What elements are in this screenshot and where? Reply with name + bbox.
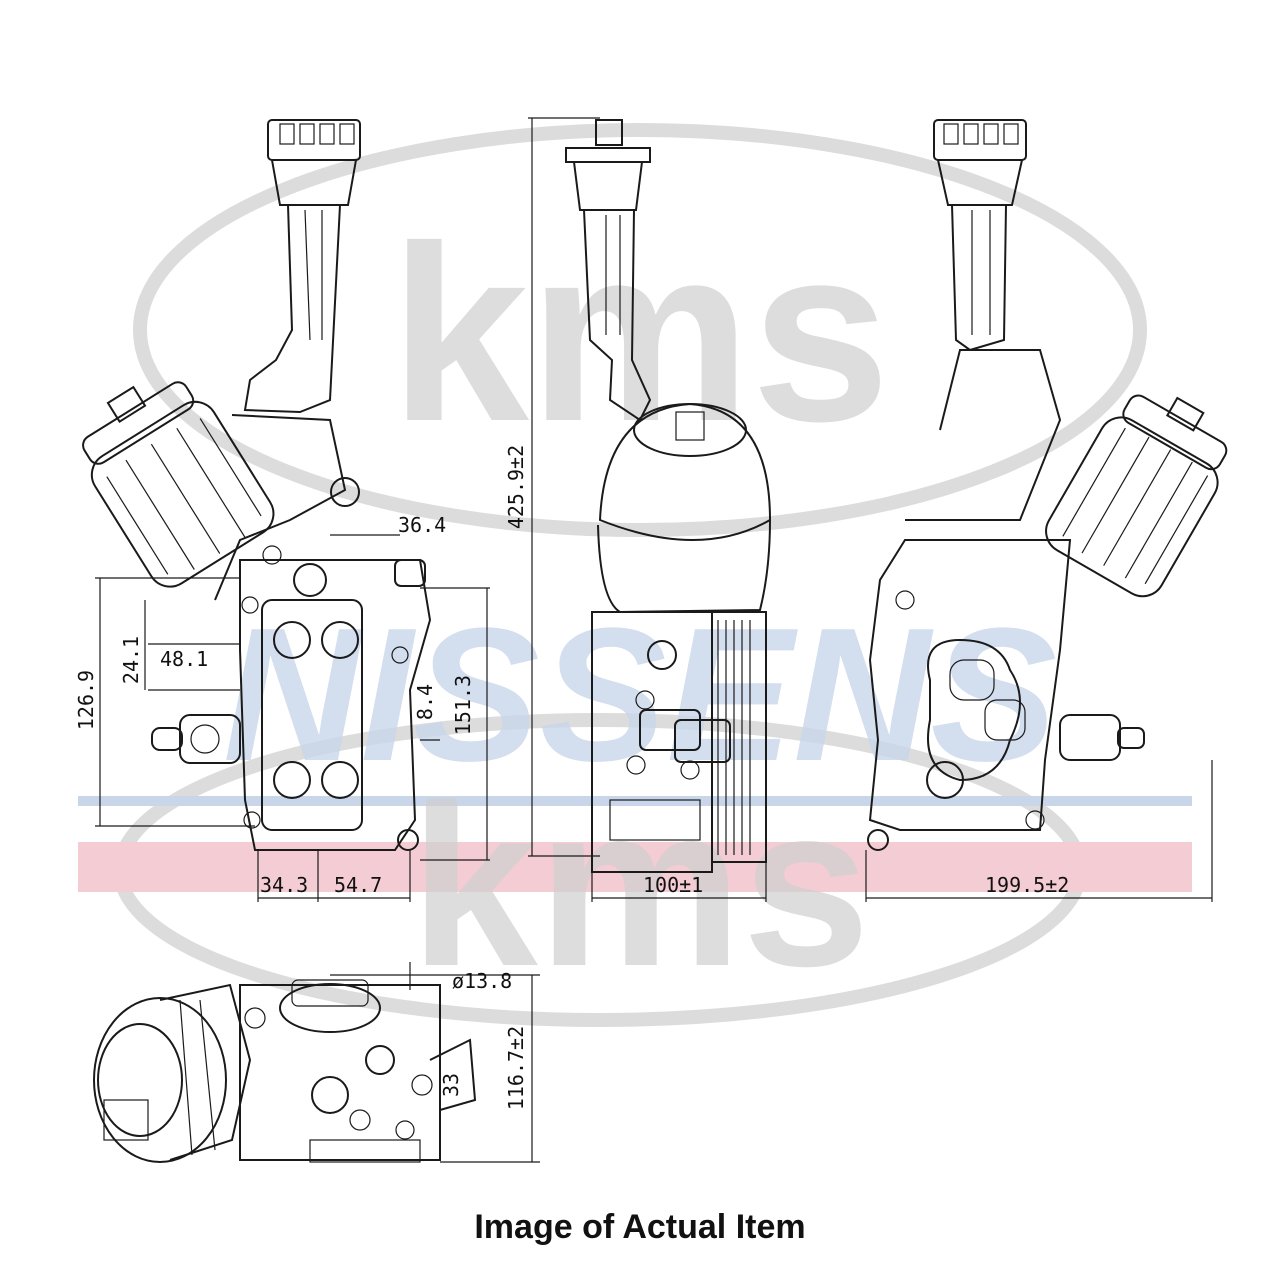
dim-side-width: 100±1 xyxy=(643,873,703,897)
watermark-brand-top: kms xyxy=(390,194,890,473)
dim-side-height: 425.9±2 xyxy=(504,445,528,529)
dim-front-offset-y: 24.1 xyxy=(119,636,143,684)
dim-rear-width: 199.5±2 xyxy=(985,873,1069,897)
side-view xyxy=(528,117,772,902)
dim-front-offset-x: 48.1 xyxy=(160,647,208,671)
top-view xyxy=(93,962,540,1163)
dim-top-height: 116.7±2 xyxy=(504,1026,528,1110)
rear-view xyxy=(865,119,1228,902)
dim-front-height: 126.9 xyxy=(74,670,98,730)
dim-top-offset: 33 xyxy=(439,1073,463,1097)
front-view xyxy=(82,119,490,902)
dim-top-diameter: ø13.8 xyxy=(452,969,512,993)
caption: Image of Actual Item xyxy=(474,1208,806,1246)
dim-front-total: 151.3 xyxy=(451,675,475,735)
dim-front-flange: 36.4 xyxy=(398,513,446,537)
dim-front-base-left: 34.3 xyxy=(260,873,308,897)
dim-front-base-right: 54.7 xyxy=(334,873,382,897)
dimension-labels: 36.4 126.9 48.1 24.1 8.4 151.3 34.3 54.7… xyxy=(74,445,1069,1110)
dim-front-hole: 8.4 xyxy=(413,684,437,720)
watermark-blue-band xyxy=(78,796,1192,806)
